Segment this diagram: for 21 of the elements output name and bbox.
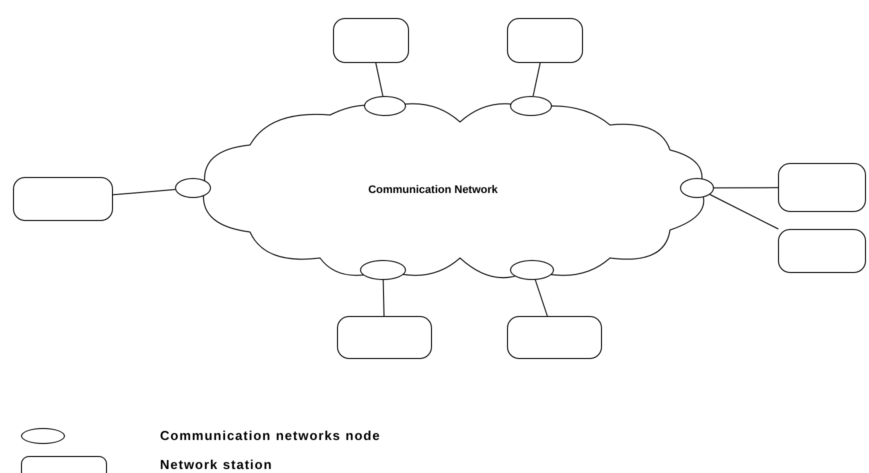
connector-line: [532, 62, 541, 97]
station-box: [333, 18, 409, 63]
legend-label: Communication networks node: [160, 427, 381, 446]
connector-line: [382, 280, 385, 316]
cloud-label: Communication Network: [368, 182, 498, 198]
connector-line: [714, 187, 778, 188]
network-node-ellipse: [510, 96, 552, 116]
connector-line: [709, 194, 779, 230]
network-node-ellipse: [364, 96, 406, 116]
station-box: [13, 177, 113, 221]
station-box: [337, 316, 432, 359]
connector-line: [534, 279, 548, 316]
connector-line: [112, 189, 176, 196]
station-box: [507, 316, 602, 359]
network-node-ellipse: [175, 178, 211, 198]
network-node-ellipse: [680, 178, 714, 198]
connector-line: [375, 62, 384, 97]
station-box: [778, 163, 866, 212]
legend-label: Network station: [160, 456, 273, 473]
station-box: [507, 18, 583, 63]
station-box: [778, 229, 866, 273]
